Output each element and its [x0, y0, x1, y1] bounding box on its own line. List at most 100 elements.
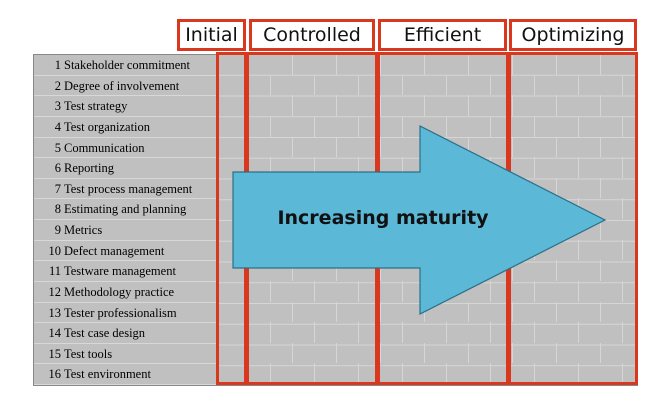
- key-area-label: Degree of involvement: [64, 78, 180, 93]
- grid-line: [468, 54, 469, 75]
- grid-line: [402, 322, 403, 343]
- grid-line: [314, 322, 315, 343]
- grid-line: [292, 95, 293, 116]
- key-area-number: 16: [48, 367, 62, 382]
- level-controlled-header: Controlled: [249, 19, 375, 51]
- key-area-number: 10: [48, 243, 62, 258]
- key-area-number: 1: [54, 58, 61, 72]
- grid-line: [314, 363, 315, 384]
- grid-line: [600, 260, 601, 281]
- key-area-number: 12: [48, 284, 62, 299]
- key-area-number: 3: [54, 99, 61, 114]
- key-area-number: 6: [54, 161, 61, 176]
- grid-line: [336, 342, 337, 364]
- grid-line: [380, 54, 381, 75]
- grid-line: [358, 74, 359, 96]
- level-optimizing-header: Optimizing: [509, 19, 637, 51]
- grid-line: [402, 157, 403, 178]
- grid-line: [402, 280, 403, 302]
- grid-line: [314, 280, 315, 302]
- grid-line: [380, 301, 381, 323]
- key-area-label: Reporting: [64, 161, 114, 176]
- grid-line: [314, 115, 315, 137]
- grid-line: [578, 239, 579, 261]
- grid-line: [622, 198, 623, 219]
- key-area-number: 11: [48, 264, 61, 279]
- grid-line: [534, 157, 535, 178]
- grid-line: [358, 157, 359, 178]
- grid-line: [446, 322, 447, 343]
- grid-line: [622, 322, 623, 343]
- grid-line: [402, 363, 403, 384]
- grid-line: [622, 363, 623, 384]
- grid-line: [556, 260, 557, 281]
- grid-line: [622, 115, 623, 137]
- grid-line: [468, 301, 469, 323]
- grid-line: [578, 74, 579, 96]
- grid-line: [578, 363, 579, 384]
- grid-line: [600, 177, 601, 199]
- grid-line: [468, 95, 469, 116]
- key-area-number: 5: [54, 140, 61, 155]
- grid-line: [292, 136, 293, 158]
- grid-line: [270, 157, 271, 178]
- grid-line: [270, 280, 271, 302]
- key-area-label: Test environment: [64, 367, 151, 382]
- key-area-label: Communication: [64, 140, 145, 155]
- grid-line: [358, 280, 359, 302]
- grid-line: [534, 322, 535, 343]
- grid-line: [402, 74, 403, 96]
- grid-line: [380, 136, 381, 158]
- grid-line: [512, 54, 513, 75]
- grid-line: [622, 239, 623, 261]
- grid-line: [600, 54, 601, 75]
- grid-line: [556, 54, 557, 75]
- key-area-label: Stakeholder commitment: [64, 58, 191, 72]
- grid-line: [424, 54, 425, 75]
- key-area-label: Test strategy: [64, 99, 128, 114]
- grid-line: [578, 280, 579, 302]
- grid-line: [600, 219, 601, 240]
- grid-line: [336, 54, 337, 75]
- grid-line: [358, 322, 359, 343]
- grid-line: [468, 136, 469, 158]
- grid-line: [600, 95, 601, 116]
- grid-line: [336, 260, 337, 281]
- key-area-number: 4: [54, 119, 61, 134]
- grid-line: [578, 322, 579, 343]
- grid-line: [512, 301, 513, 323]
- grid-line: [270, 363, 271, 384]
- grid-line: [600, 342, 601, 364]
- grid-line: [622, 157, 623, 178]
- key-area-label: Metrics: [64, 223, 103, 237]
- grid-line: [512, 95, 513, 116]
- grid-line: [270, 74, 271, 96]
- key-area-number: 7: [54, 181, 61, 196]
- key-area-number: 2: [54, 78, 61, 93]
- grid-line: [358, 115, 359, 137]
- grid-line: [490, 363, 491, 384]
- grid-line: [314, 157, 315, 178]
- grid-line: [270, 322, 271, 343]
- grid-line: [534, 363, 535, 384]
- grid-line: [292, 342, 293, 364]
- grid-line: [600, 136, 601, 158]
- key-area-label: Test process management: [64, 181, 193, 196]
- grid-line: [446, 363, 447, 384]
- grid-line: [358, 363, 359, 384]
- grid-line: [490, 322, 491, 343]
- grid-line: [292, 54, 293, 75]
